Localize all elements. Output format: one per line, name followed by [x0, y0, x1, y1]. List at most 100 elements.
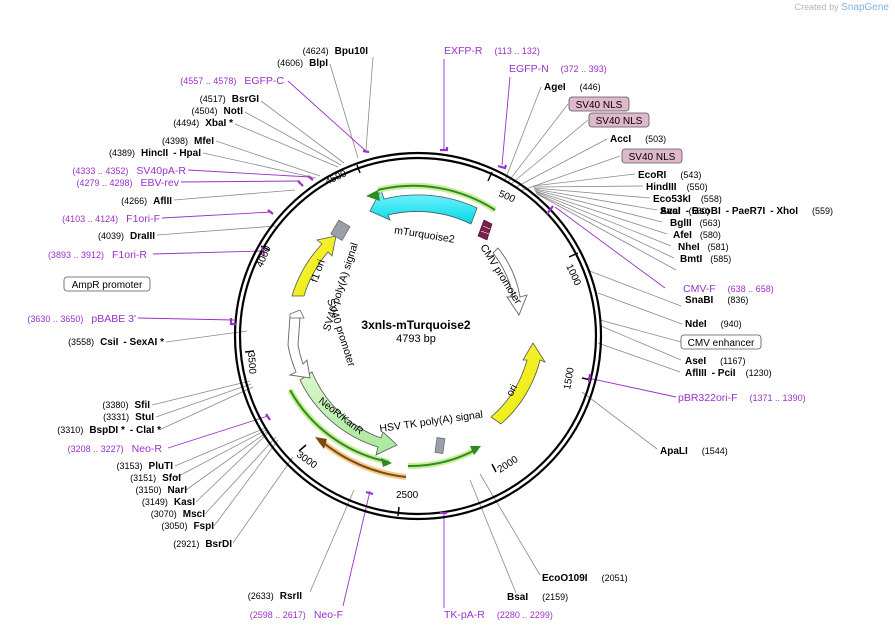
- enzyme-label: (4517)BsrGI: [200, 94, 259, 105]
- primer-label-neo-r: (3208 .. 3227)Neo-R: [68, 443, 163, 455]
- created-by-text: Created by: [794, 2, 839, 12]
- primer-label-pbabe-3: (3630 .. 3650)pBABE 3': [27, 313, 136, 325]
- snapgene-branding: Created by SnapGene: [795, 2, 889, 13]
- primer-label-sv40pa-r: (4333 .. 4352)SV40pA-R: [72, 165, 186, 177]
- label-ori: ori: [504, 382, 520, 398]
- feature-cmv-promoter-arrow: [492, 247, 528, 316]
- primer-label-exfp-r: EXFP-R(113 .. 132): [444, 45, 540, 57]
- primer-label-egfp-c: (4557 .. 4578)EGFP-C: [180, 75, 284, 87]
- enzyme-label: (3151)SfoI: [130, 473, 181, 484]
- feature-sv40-polya-block: [330, 219, 351, 241]
- enzyme-label: ApaLI(1544): [660, 446, 728, 457]
- enzyme-label: (3150)NarI: [136, 485, 188, 496]
- tick-label-2000: 2000: [496, 454, 521, 476]
- feature-mturquoise2-arrow: [369, 188, 478, 225]
- enzyme-label: (4494)XbaI *: [173, 118, 233, 129]
- tick-marks: [244, 164, 592, 517]
- enzyme-label: (3331)StuI: [103, 412, 154, 423]
- enzyme-label: (2921)BsrDI: [173, 539, 232, 550]
- enzyme-label: AccI(503): [610, 134, 666, 145]
- primer-label-cmv-f: CMV-F(638 .. 658): [683, 283, 774, 295]
- feature-amp-small-arrow: [289, 309, 305, 319]
- snapgene-logo-text: SnapGene: [841, 2, 889, 13]
- primer-label-ebv-rev: (4279 .. 4298)EBV-rev: [76, 177, 179, 189]
- enzyme-label: HindIII(550): [646, 182, 708, 193]
- enzyme-label: EcoRI(543): [638, 170, 701, 181]
- enzyme-label-avai-bsobi-paer7i-xhoi: AvaI- BsoBI- PaeR7I- XhoI(559): [660, 206, 833, 217]
- enzyme-label: (3070)MscI: [151, 509, 205, 520]
- tick-label-4500: 4500: [324, 168, 349, 188]
- feature-box-label: AmpR promoter: [72, 280, 143, 291]
- feature-mturquoise2-outline-arrow: [366, 182, 497, 213]
- tick-label-2500: 2500: [396, 490, 419, 501]
- enzyme-label: (4504)NotI: [192, 106, 244, 117]
- enzyme-label: (3050)FspI: [161, 521, 214, 532]
- feature-ori-arrow: [490, 342, 546, 425]
- enzyme-label: SnaBI(836): [685, 295, 748, 306]
- feature-box-label: SV40 NLS: [596, 116, 643, 127]
- enzyme-label: NheI(581): [678, 242, 729, 253]
- primer-label-pbr322ori-f: pBR322ori-F(1371 .. 1390): [678, 392, 806, 404]
- enzyme-label: AgeI(446): [544, 82, 601, 93]
- primer-leader-lines: [137, 59, 677, 608]
- enzyme-label-csii-sexai: (3558)CsiI- SexAI *: [68, 337, 164, 348]
- primer-label-tk-pa-r: TK-pA-R(2280 .. 2299): [444, 609, 553, 621]
- enzyme-label: (2633)RsrII: [248, 591, 302, 602]
- tick-label-1500: 1500: [562, 366, 577, 390]
- enzyme-label: (4039)DraIII: [98, 231, 155, 242]
- enzyme-label: (3380)SfiI: [102, 400, 150, 411]
- primer-label-egfp-n: EGFP-N(372 .. 393): [509, 63, 607, 75]
- enzyme-label: (4606)BlpI: [277, 58, 328, 69]
- feature-box-sv40-nls-3: SV40 NLS: [621, 148, 683, 164]
- enzyme-label: BglII(563): [670, 218, 721, 229]
- label-hsv-tk-polya: HSV TK poly(A) signal: [379, 409, 484, 435]
- enzymes-right-multi: AvaI- BsoBI- PaeR7I- XhoI(559) AflIII- P…: [660, 206, 833, 379]
- feature-box-sv40-nls-1: SV40 NLS: [568, 96, 630, 112]
- feature-box-label: SV40 NLS: [576, 100, 623, 111]
- backbone-outer-strand: [238, 156, 598, 516]
- feature-hsv-tk-polya-arrow: [407, 446, 481, 470]
- feature-box-label: CMV enhancer: [688, 338, 755, 349]
- feature-neor-kanr-arrow: [299, 371, 398, 456]
- primer-label-f1ori-r: (3893 .. 3912)F1ori-R: [48, 249, 147, 261]
- feature-neor-outline-arrow: [287, 388, 392, 467]
- enzyme-label: EcoO109I(2051): [542, 573, 628, 584]
- primer-labels: EXFP-R(113 .. 132) EGFP-N(372 .. 393) CM…: [27, 45, 805, 621]
- map-length: 4793 bp: [396, 333, 436, 345]
- enzyme-label: (4266)AflII: [121, 196, 172, 207]
- enzyme-label: Eco53kI(558): [653, 194, 722, 205]
- enzyme-label: BsaI(2159): [507, 592, 568, 603]
- feature-box-label: SV40 NLS: [629, 152, 676, 163]
- enzyme-label: NdeI(940): [685, 319, 742, 330]
- enzyme-label: (3149)KasI: [142, 497, 195, 508]
- feature-sv40-promoter-arrow: [287, 315, 311, 379]
- primer-markers: [229, 147, 592, 515]
- feature-neo-lower-arrow: [315, 437, 407, 480]
- feature-hsv-tk-block: [434, 437, 446, 454]
- enzyme-label: (4624)Bpu10I: [303, 46, 369, 57]
- map-title: 3xnls-mTurquoise2: [361, 318, 470, 332]
- backbone-inner-strand: [233, 151, 603, 521]
- primer-label-neo-f: (2598 .. 2617)Neo-F: [250, 609, 343, 621]
- feature-box-cmv-enhancer: CMV enhancer: [680, 334, 762, 350]
- enzyme-label: BmtI(585): [680, 254, 731, 265]
- enzyme-label-bspdi-clai: (3310)BspDI *- ClaI *: [57, 425, 161, 436]
- tick-label-3500: 3500: [245, 351, 258, 374]
- enzyme-label: AfeI(580): [673, 230, 721, 241]
- enzyme-label: AseI(1167): [685, 356, 745, 367]
- feature-nls-block: [477, 219, 493, 241]
- feature-box-ampr-promoter: AmpR promoter: [63, 276, 151, 292]
- enzyme-label-afliii-pcii: AflIII- PciI(1230): [685, 368, 772, 379]
- leader-lines: [151, 56, 683, 594]
- enzymes-right: AgeI(446) AccI(503) EcoRI(543) HindIII(5…: [507, 82, 748, 603]
- primer-label-f1ori-f: (4103 .. 4124)F1ori-F: [62, 213, 160, 225]
- tick-label-1000: 1000: [563, 263, 583, 288]
- enzyme-label-hincii-hpai: (4389)HincII- HpaI: [109, 148, 201, 159]
- enzyme-label: SacI(560): [660, 206, 710, 217]
- enzyme-label: (4398)MfeI: [162, 136, 214, 147]
- tick-label-500: 500: [497, 189, 517, 206]
- enzyme-label: (3153)PluTI: [117, 461, 174, 472]
- enzymes-left: (4624)Bpu10I (4606)BlpI (4517)BsrGI (450…: [57, 46, 368, 602]
- label-sv40-promoter: SV40 promoter: [324, 297, 357, 368]
